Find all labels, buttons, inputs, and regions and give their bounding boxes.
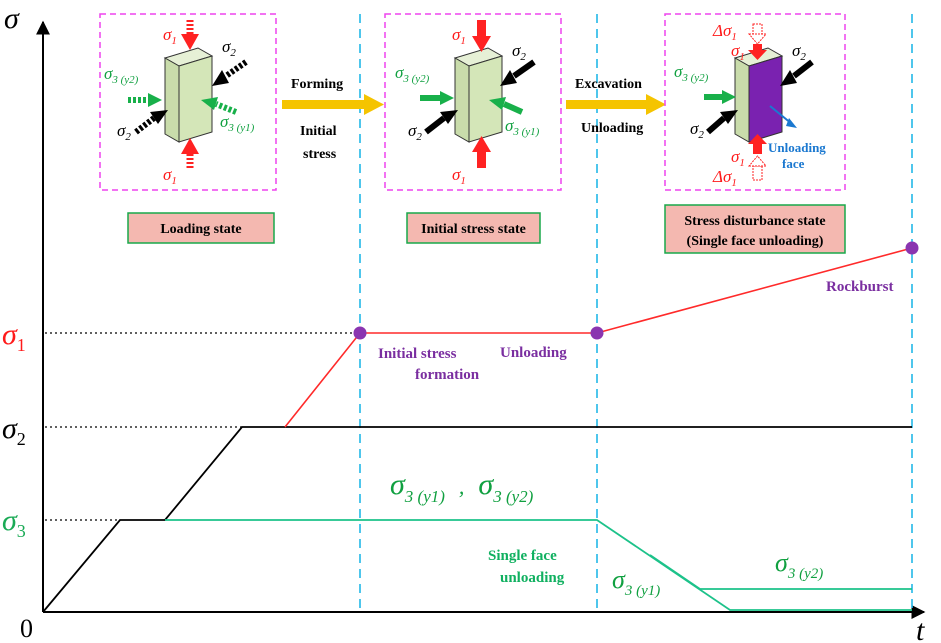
delta-sigma1-top-arrow-icon: [747, 23, 768, 45]
delta-sigma1-bottom-arrow-icon: [747, 155, 768, 181]
svg-text:σ1: σ1: [731, 41, 745, 63]
disturbance-panel: Δσ1 σ1 σ1 Δσ1 σ2 σ2 σ3 (y2) Unloading fa…: [664, 13, 846, 191]
sigma1-top-arrow-icon: [181, 20, 199, 50]
rockburst-point: [905, 241, 919, 255]
svg-text:σ2: σ2: [792, 41, 806, 63]
sigma3-y2-path: [649, 554, 912, 590]
single-face-unloading-label: Single face: [488, 548, 557, 564]
svg-text:σ3 (y2): σ3 (y2): [104, 64, 139, 86]
svg-text:σ2: σ2: [408, 121, 422, 143]
sigma3-y2-arrow-icon: [128, 93, 162, 107]
sigma1-bottom-arrow-icon: [472, 136, 491, 168]
sigma1-bottom-arrow-icon: [181, 138, 199, 168]
disturbance-state-label: Stress disturbance state: [684, 214, 825, 229]
initial-stress-state-box: Initial stress state: [406, 212, 541, 244]
excavation-arrow-icon: [566, 100, 646, 109]
svg-text:σ3 (y2): σ3 (y2): [674, 62, 709, 84]
sigma3-y1-arrow-icon: [489, 97, 524, 115]
sigma2-right-arrow-icon: [500, 59, 536, 86]
sigma3-y2-arrow-icon: [420, 91, 454, 105]
unloading-direction-arrow-icon: [769, 105, 797, 128]
svg-text:Δσ1: Δσ1: [712, 167, 737, 189]
forming-arrow-icon: [282, 100, 364, 109]
single-face-unloading-label-2: unloading: [500, 570, 565, 586]
stress-label: stress: [303, 147, 337, 162]
unloading-face: [748, 55, 783, 143]
sigma3-y1-label: σ3 (y1): [612, 565, 660, 599]
sigma3-y2-arrow-icon: [704, 90, 736, 104]
svg-text:σ3 (y1): σ3 (y1): [220, 112, 255, 134]
initial-stress-formation-label-2: formation: [415, 367, 480, 383]
svg-text:σ2: σ2: [690, 119, 704, 141]
sigma2-left-arrow-icon: [424, 110, 458, 135]
unloading-face-label: Unloading: [768, 140, 826, 155]
rockburst-label: Rockburst: [826, 279, 894, 295]
svg-text:σ2: σ2: [117, 121, 131, 143]
loading-state-box: Loading state: [127, 212, 275, 244]
sigma3-y1-arrow-icon: [201, 97, 238, 115]
unloading-transition-label: Unloading: [581, 121, 643, 136]
origin-label: 0: [20, 614, 33, 643]
unloading-face-label-2: face: [782, 156, 805, 171]
forming-label: Forming: [291, 77, 343, 92]
sigma2-right-arrow-icon: [780, 59, 814, 86]
sigma2-left-arrow-icon: [706, 110, 738, 135]
x-axis-symbol: t: [916, 614, 925, 643]
initial-stress-formation-label: Initial stress: [378, 346, 457, 362]
svg-text:σ1: σ1: [452, 165, 466, 187]
svg-text:σ2: σ2: [222, 37, 236, 59]
disturbance-state-box: Stress disturbance state (Single face un…: [664, 204, 846, 254]
svg-text:σ1: σ1: [163, 165, 177, 187]
sigma1-level-label: σ1: [2, 318, 26, 355]
sigma3-both-label: σ3 (y1),σ3 (y2): [390, 468, 534, 506]
svg-text:σ2: σ2: [512, 41, 526, 63]
sigma2-left-arrow-icon: [134, 110, 168, 135]
sigma1-top-arrow-icon: [748, 44, 767, 60]
excavation-transition: Excavation Unloading: [566, 77, 666, 136]
sigma3-y1-path: [165, 519, 912, 611]
loading-state-label: Loading state: [160, 222, 241, 237]
svg-text:Δσ1: Δσ1: [712, 21, 737, 43]
sigma1-path: [284, 247, 913, 428]
initial-stress-state-label: Initial stress state: [421, 222, 526, 237]
excavation-label: Excavation: [575, 77, 642, 92]
initial-stress-point: [353, 326, 367, 340]
sigma1-bottom-arrow-icon: [748, 134, 767, 154]
unloading-point: [590, 326, 604, 340]
initial-label: Initial: [300, 124, 337, 139]
svg-text:σ1: σ1: [452, 25, 466, 47]
forming-transition: Forming Initial stress: [282, 77, 384, 162]
unloading-label: Unloading: [500, 345, 567, 361]
sigma2-level-label: σ2: [2, 412, 26, 449]
y-axis-symbol: σ: [4, 2, 20, 35]
initial-stress-panel: σ1 σ1 σ2 σ2 σ3 (y2) σ3 (y1): [384, 13, 562, 191]
svg-text:σ3 (y1): σ3 (y1): [505, 116, 540, 138]
disturbance-state-sublabel: (Single face unloading): [687, 234, 824, 249]
sigma3-y2-label: σ3 (y2): [775, 548, 823, 582]
sigma2-right-arrow-icon: [212, 59, 248, 86]
loading-state-panel: σ1 σ1 σ2 σ2 σ3 (y2) σ3 (y1): [99, 13, 277, 191]
svg-text:σ1: σ1: [731, 147, 745, 169]
svg-text:σ1: σ1: [163, 25, 177, 47]
svg-text:σ3 (y2): σ3 (y2): [395, 63, 430, 85]
sigma1-top-arrow-icon: [472, 20, 491, 52]
sigma3-level-label: σ3: [2, 504, 26, 541]
